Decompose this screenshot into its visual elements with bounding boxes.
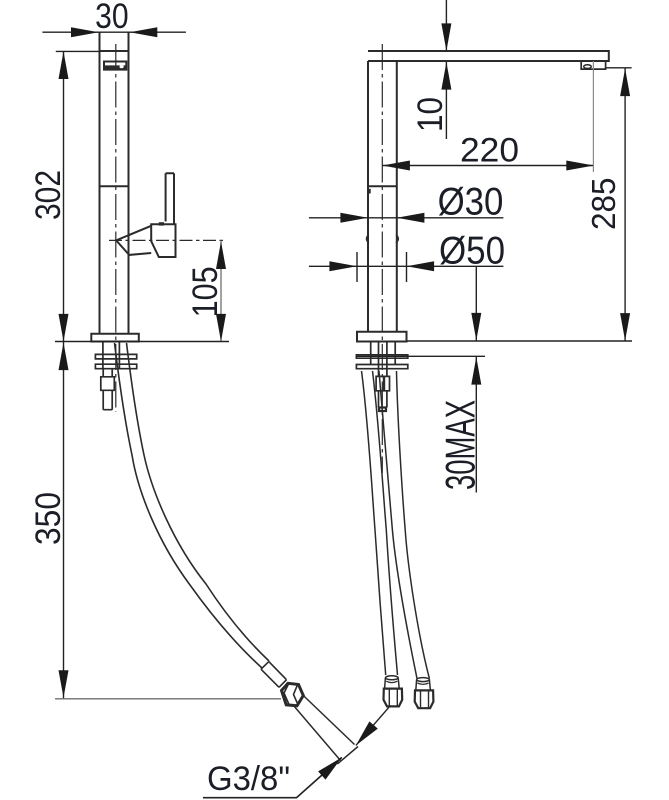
- svg-text:220: 220: [460, 131, 519, 169]
- svg-text:302: 302: [29, 170, 68, 220]
- svg-text:285: 285: [585, 178, 622, 231]
- svg-text:105: 105: [186, 266, 225, 317]
- svg-text:10: 10: [411, 97, 450, 132]
- svg-text:Ø30: Ø30: [438, 181, 504, 224]
- svg-text:30MAX: 30MAX: [437, 400, 484, 490]
- svg-text:30: 30: [95, 0, 129, 36]
- svg-text:350: 350: [29, 492, 68, 545]
- svg-text:Ø50: Ø50: [439, 230, 505, 273]
- svg-text:G3/8": G3/8": [207, 760, 290, 798]
